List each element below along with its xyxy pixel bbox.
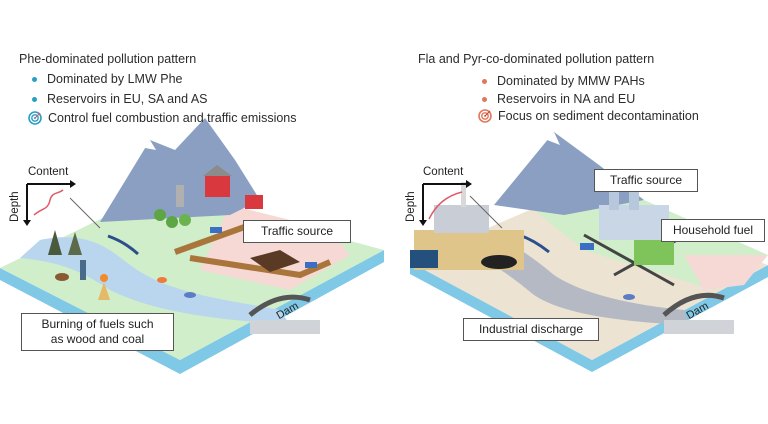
bullet-text: Focus on sediment decontamination [498,109,699,123]
content-arrow-icon [466,180,472,188]
coal-pile-icon [481,255,517,269]
left-bullet-1: Dominated by LMW Phe [28,72,182,86]
bullet-text: Reservoirs in EU, SA and AS [47,92,208,106]
traffic-source-callout: Traffic source [594,169,698,192]
depth-arrow-icon [23,220,31,226]
burning-fuels-callout: Burning of fuels such as wood and coal [21,313,174,351]
left-panel-title: Phe-dominated pollution pattern [19,52,197,66]
profile-curve [33,189,64,216]
fish-icon [623,294,635,300]
right-bullet-2: Reservoirs in NA and EU [478,92,635,106]
city-park-icon [634,240,674,265]
left-bullet-2: Reservoirs in EU, SA and AS [28,92,208,106]
content-axis-label: Content [423,166,464,178]
industrial-discharge-callout: Industrial discharge [463,318,599,341]
bullet-dot-icon [32,96,37,102]
pine-tree-icon [48,230,62,255]
dam-bridge-icon [662,292,725,317]
car-icon [580,243,594,250]
dam-base [664,320,734,334]
water-pond-icon [410,250,438,268]
traffic-source-callout: Traffic source [243,220,351,243]
bullet-dot-icon [482,78,487,84]
left-base-edge [0,250,384,374]
factory-icon [434,205,489,233]
right-panel-title: Fla and Pyr-co-dominated pollution patte… [418,52,655,66]
dam-bridge-icon [248,294,311,317]
depth-axis-label: Depth [9,191,21,222]
household-fuel-callout: Household fuel [661,219,765,242]
person-icon [80,260,86,280]
left-river [20,237,290,325]
left-panel-phe-pattern: Phe-dominated pollution pattern Dominate… [0,52,384,374]
leader-line [69,197,101,229]
city-buildings-icon [599,205,669,240]
tree-icon [179,214,191,226]
bullet-text: Dominated by LMW Phe [47,72,183,86]
target-icon [478,109,492,123]
bullet-dot-icon [32,76,37,82]
right-panel-fla-pyr-pattern: Fla and Pyr-co-dominated pollution patte… [384,0,768,424]
tree-icon [166,216,178,228]
log-icon [55,273,69,281]
barn-roof-icon [203,165,232,176]
depth-axis-label: Depth [405,191,417,222]
snow-cap-icon [145,140,156,150]
car-icon [305,262,317,268]
fish-icon [184,292,196,298]
depth-arrow-icon [419,220,427,226]
flow-arrow-icon [107,234,140,256]
content-arrow-icon [70,180,76,188]
bullet-text: Dominated by MMW PAHs [497,74,645,88]
fish-icon [157,277,167,283]
callout-line: as wood and coal [50,332,145,346]
tree-icon [154,209,166,221]
target-icon [28,111,42,125]
bullet-text: Control fuel combustion and traffic emis… [48,111,297,125]
right-bullet-1: Dominated by MMW PAHs [478,74,645,88]
content-axis-label: Content [28,166,69,178]
left-road [173,222,332,279]
mountain-icon [494,132,644,215]
crop-field-icon [250,250,300,272]
car-icon [210,227,222,233]
left-bullet-3: Control fuel combustion and traffic emis… [28,111,297,125]
building-icon [629,185,639,210]
small-barn-icon [245,195,263,209]
barn-icon [205,175,230,197]
windmill-icon [176,185,184,207]
pine-tree-icon [68,232,82,255]
campfire-icon [98,282,110,300]
flame-icon [100,274,108,282]
building-icon [609,190,619,210]
snow-cap-icon [547,132,560,145]
bullet-dot-icon [482,96,487,102]
chimney-icon [461,182,466,207]
callout-line: Burning of fuels such [41,317,154,331]
right-pink-zone [684,255,768,290]
profile-curve [428,191,463,220]
bullet-text: Reservoirs in NA and EU [497,92,636,106]
leader-line [469,195,503,229]
right-bullet-3: Focus on sediment decontamination [478,109,699,123]
dam-base [250,320,320,334]
city-road [583,233,675,287]
